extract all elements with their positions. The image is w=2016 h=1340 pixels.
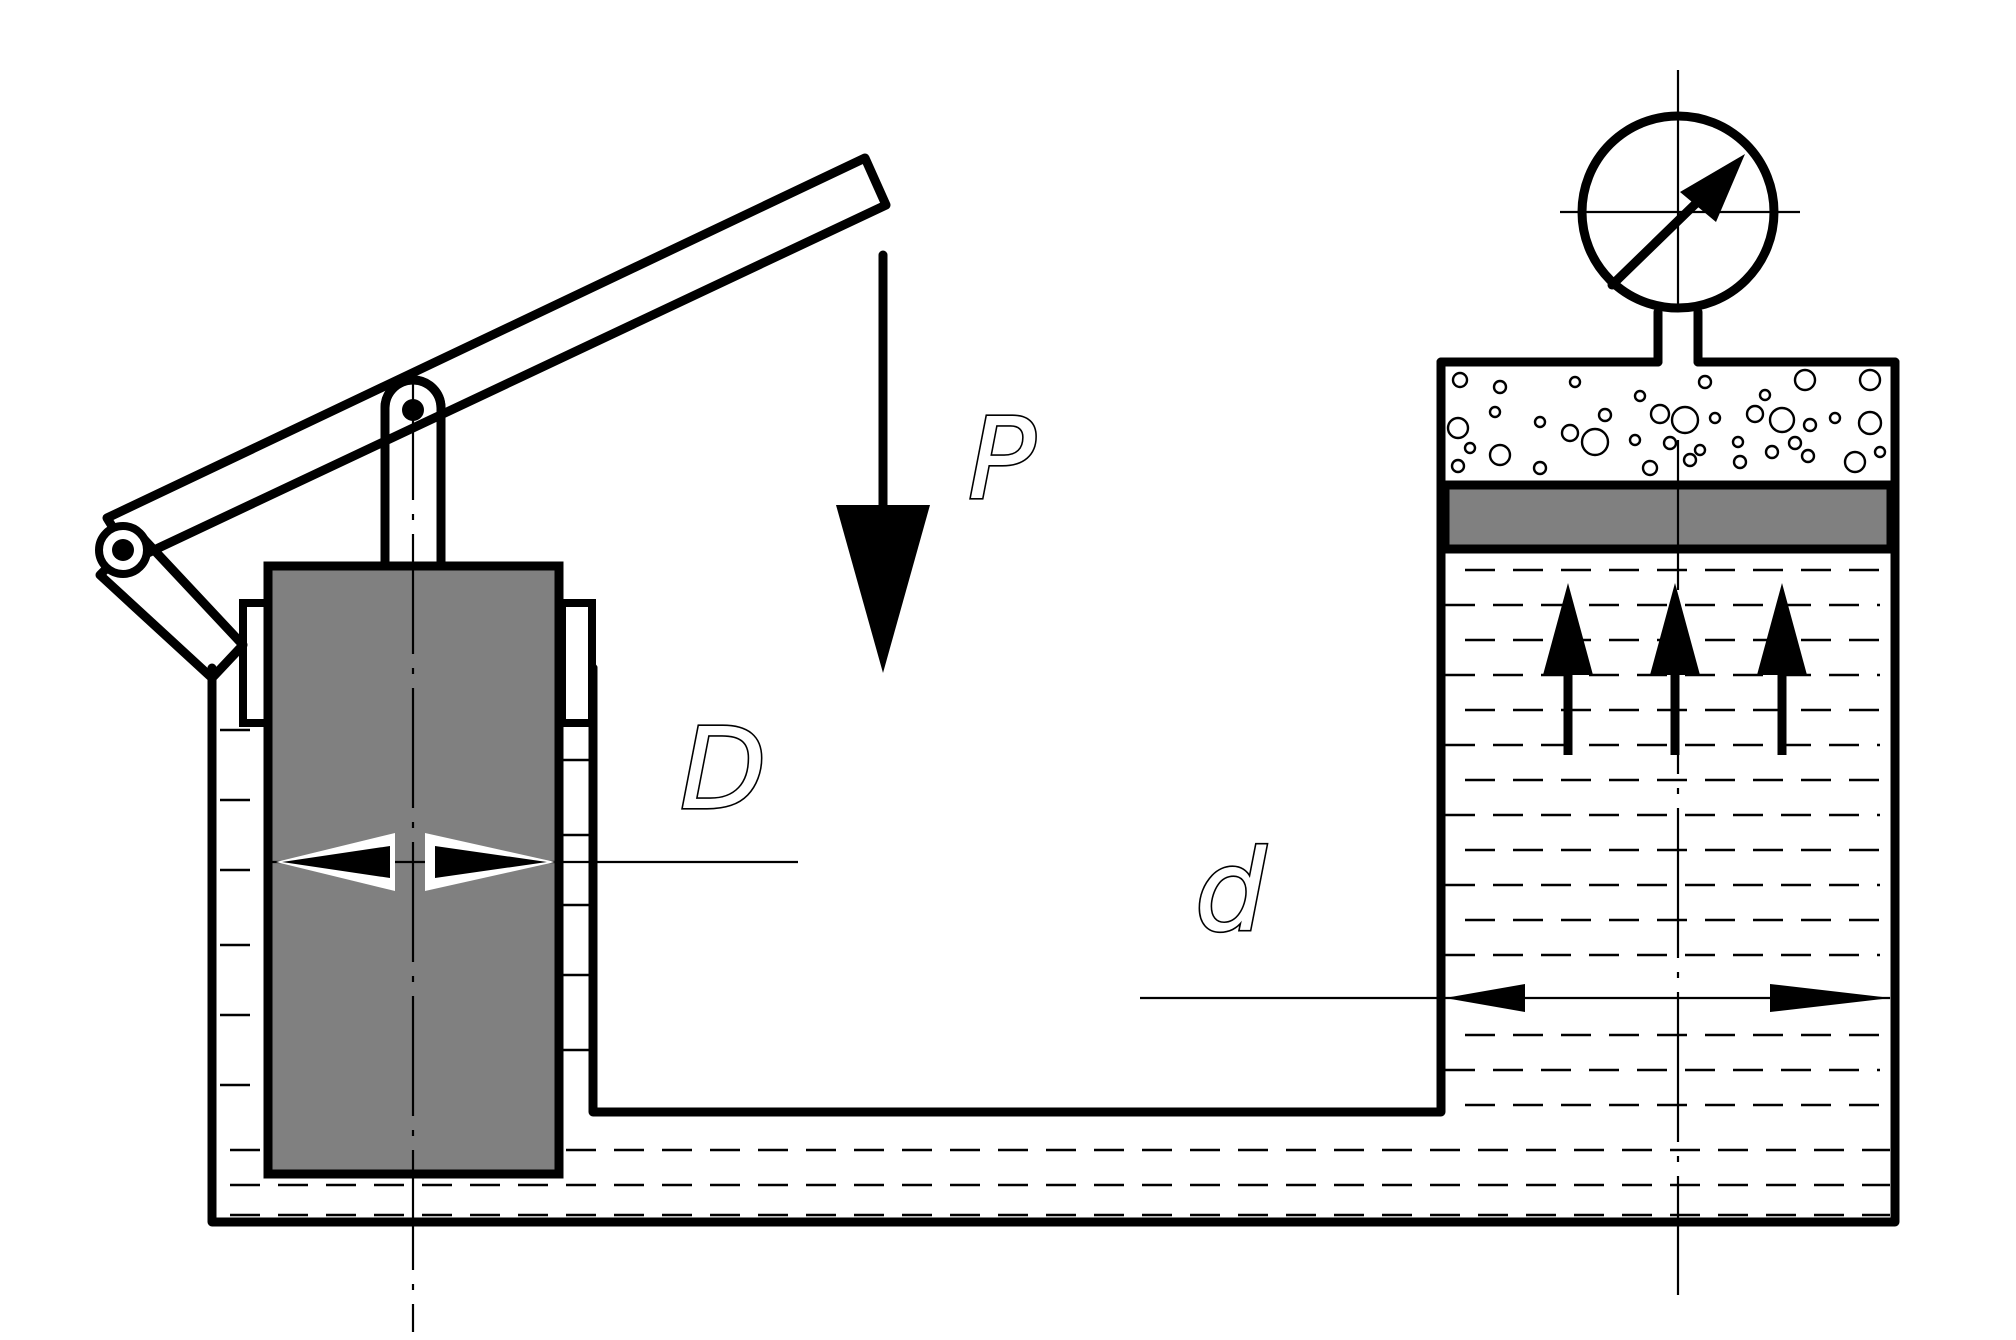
pressure-arrows [1543,583,1807,755]
right-guide-lug [558,599,596,727]
small-diameter-label: d [1195,827,1267,957]
gas-bubbles [1446,368,1887,477]
dimension-d-right-arrow-icon [1770,984,1891,1012]
pressure-gauge [1560,70,1800,367]
gauge-needle-arrowhead-icon [1680,154,1745,222]
dimension-d [1140,984,1891,1012]
pressure-arrow-icon [1757,583,1807,755]
gauge-stem [1653,307,1703,367]
pressure-arrow-icon [1543,583,1593,755]
small-cylinder [239,561,598,1179]
left-reservoir-liquid [220,728,590,1087]
vessel-inner-wall [588,357,1446,1117]
lever-bar [102,153,891,565]
dimension-D [272,833,798,891]
force-arrowhead-icon [836,505,930,673]
channel-liquid [230,1148,1890,1217]
large-piston [1440,480,1896,554]
dimension-D-right-arrow-icon [435,846,547,878]
pressure-arrow-icon [1650,583,1700,755]
large-diameter-label: D [680,705,766,835]
dimension-D-left-arrow-icon [282,846,390,878]
dimension-d-left-arrow-icon [1445,984,1525,1012]
force-arrow [836,250,930,673]
lever-fixed-pivot-icon [112,539,134,561]
vessel-outer-wall [207,357,1900,1227]
lever-handle [95,153,891,683]
vessel [207,357,1900,1227]
force-label: P [968,395,1036,525]
